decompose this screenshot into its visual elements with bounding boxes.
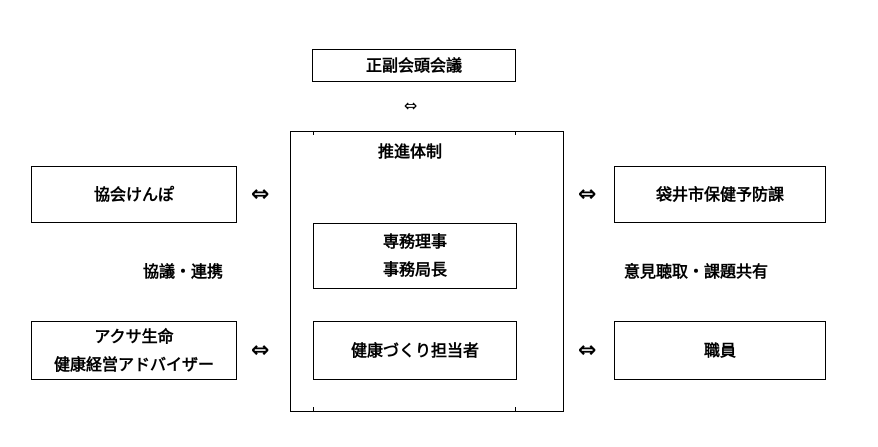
right-bottom-double-arrow-icon: ⇔ — [578, 338, 597, 363]
main-box-tick-top-right — [515, 131, 516, 135]
fukuroi-city-label: 袋井市保健予防課 — [655, 184, 784, 204]
main-box-tick-top-left — [313, 131, 314, 135]
main-box-tick-bottom-right — [515, 407, 516, 411]
executive-line2: 事務局長 — [382, 260, 447, 279]
axa-advisor-line2: 健康経営アドバイザー — [53, 354, 214, 374]
top-double-arrow-icon: ⇔ — [404, 96, 418, 115]
employees-box: 職員 — [614, 321, 826, 380]
left-bottom-double-arrow-icon: ⇔ — [251, 338, 270, 363]
left-top-double-arrow-icon: ⇔ — [251, 182, 270, 207]
left-relation-label: 協議・連携 — [143, 262, 224, 281]
executive-box: 専務理事 事務局長 — [313, 223, 517, 289]
top-council-box: 正副会頭会議 — [312, 49, 516, 82]
fukuroi-city-box: 袋井市保健予防課 — [614, 166, 826, 223]
health-staff-box: 健康づくり担当者 — [313, 321, 517, 380]
axa-advisor-box: アクサ生命 健康経営アドバイザー — [31, 321, 237, 380]
right-relation-label: 意見聴取・課題共有 — [624, 262, 769, 281]
employees-label: 職員 — [703, 340, 736, 360]
kyokai-kenpo-box: 協会けんぽ — [31, 166, 237, 223]
right-top-double-arrow-icon: ⇔ — [578, 182, 597, 207]
executive-line1: 専務理事 — [382, 232, 447, 251]
health-staff-label: 健康づくり担当者 — [350, 340, 479, 360]
axa-advisor-line1: アクサ生命 — [94, 326, 174, 346]
kyokai-kenpo-label: 協会けんぽ — [93, 184, 174, 204]
main-structure-title: 推進体制 — [378, 142, 443, 161]
main-box-tick-bottom-left — [313, 407, 314, 411]
top-council-label: 正副会頭会議 — [365, 55, 462, 75]
